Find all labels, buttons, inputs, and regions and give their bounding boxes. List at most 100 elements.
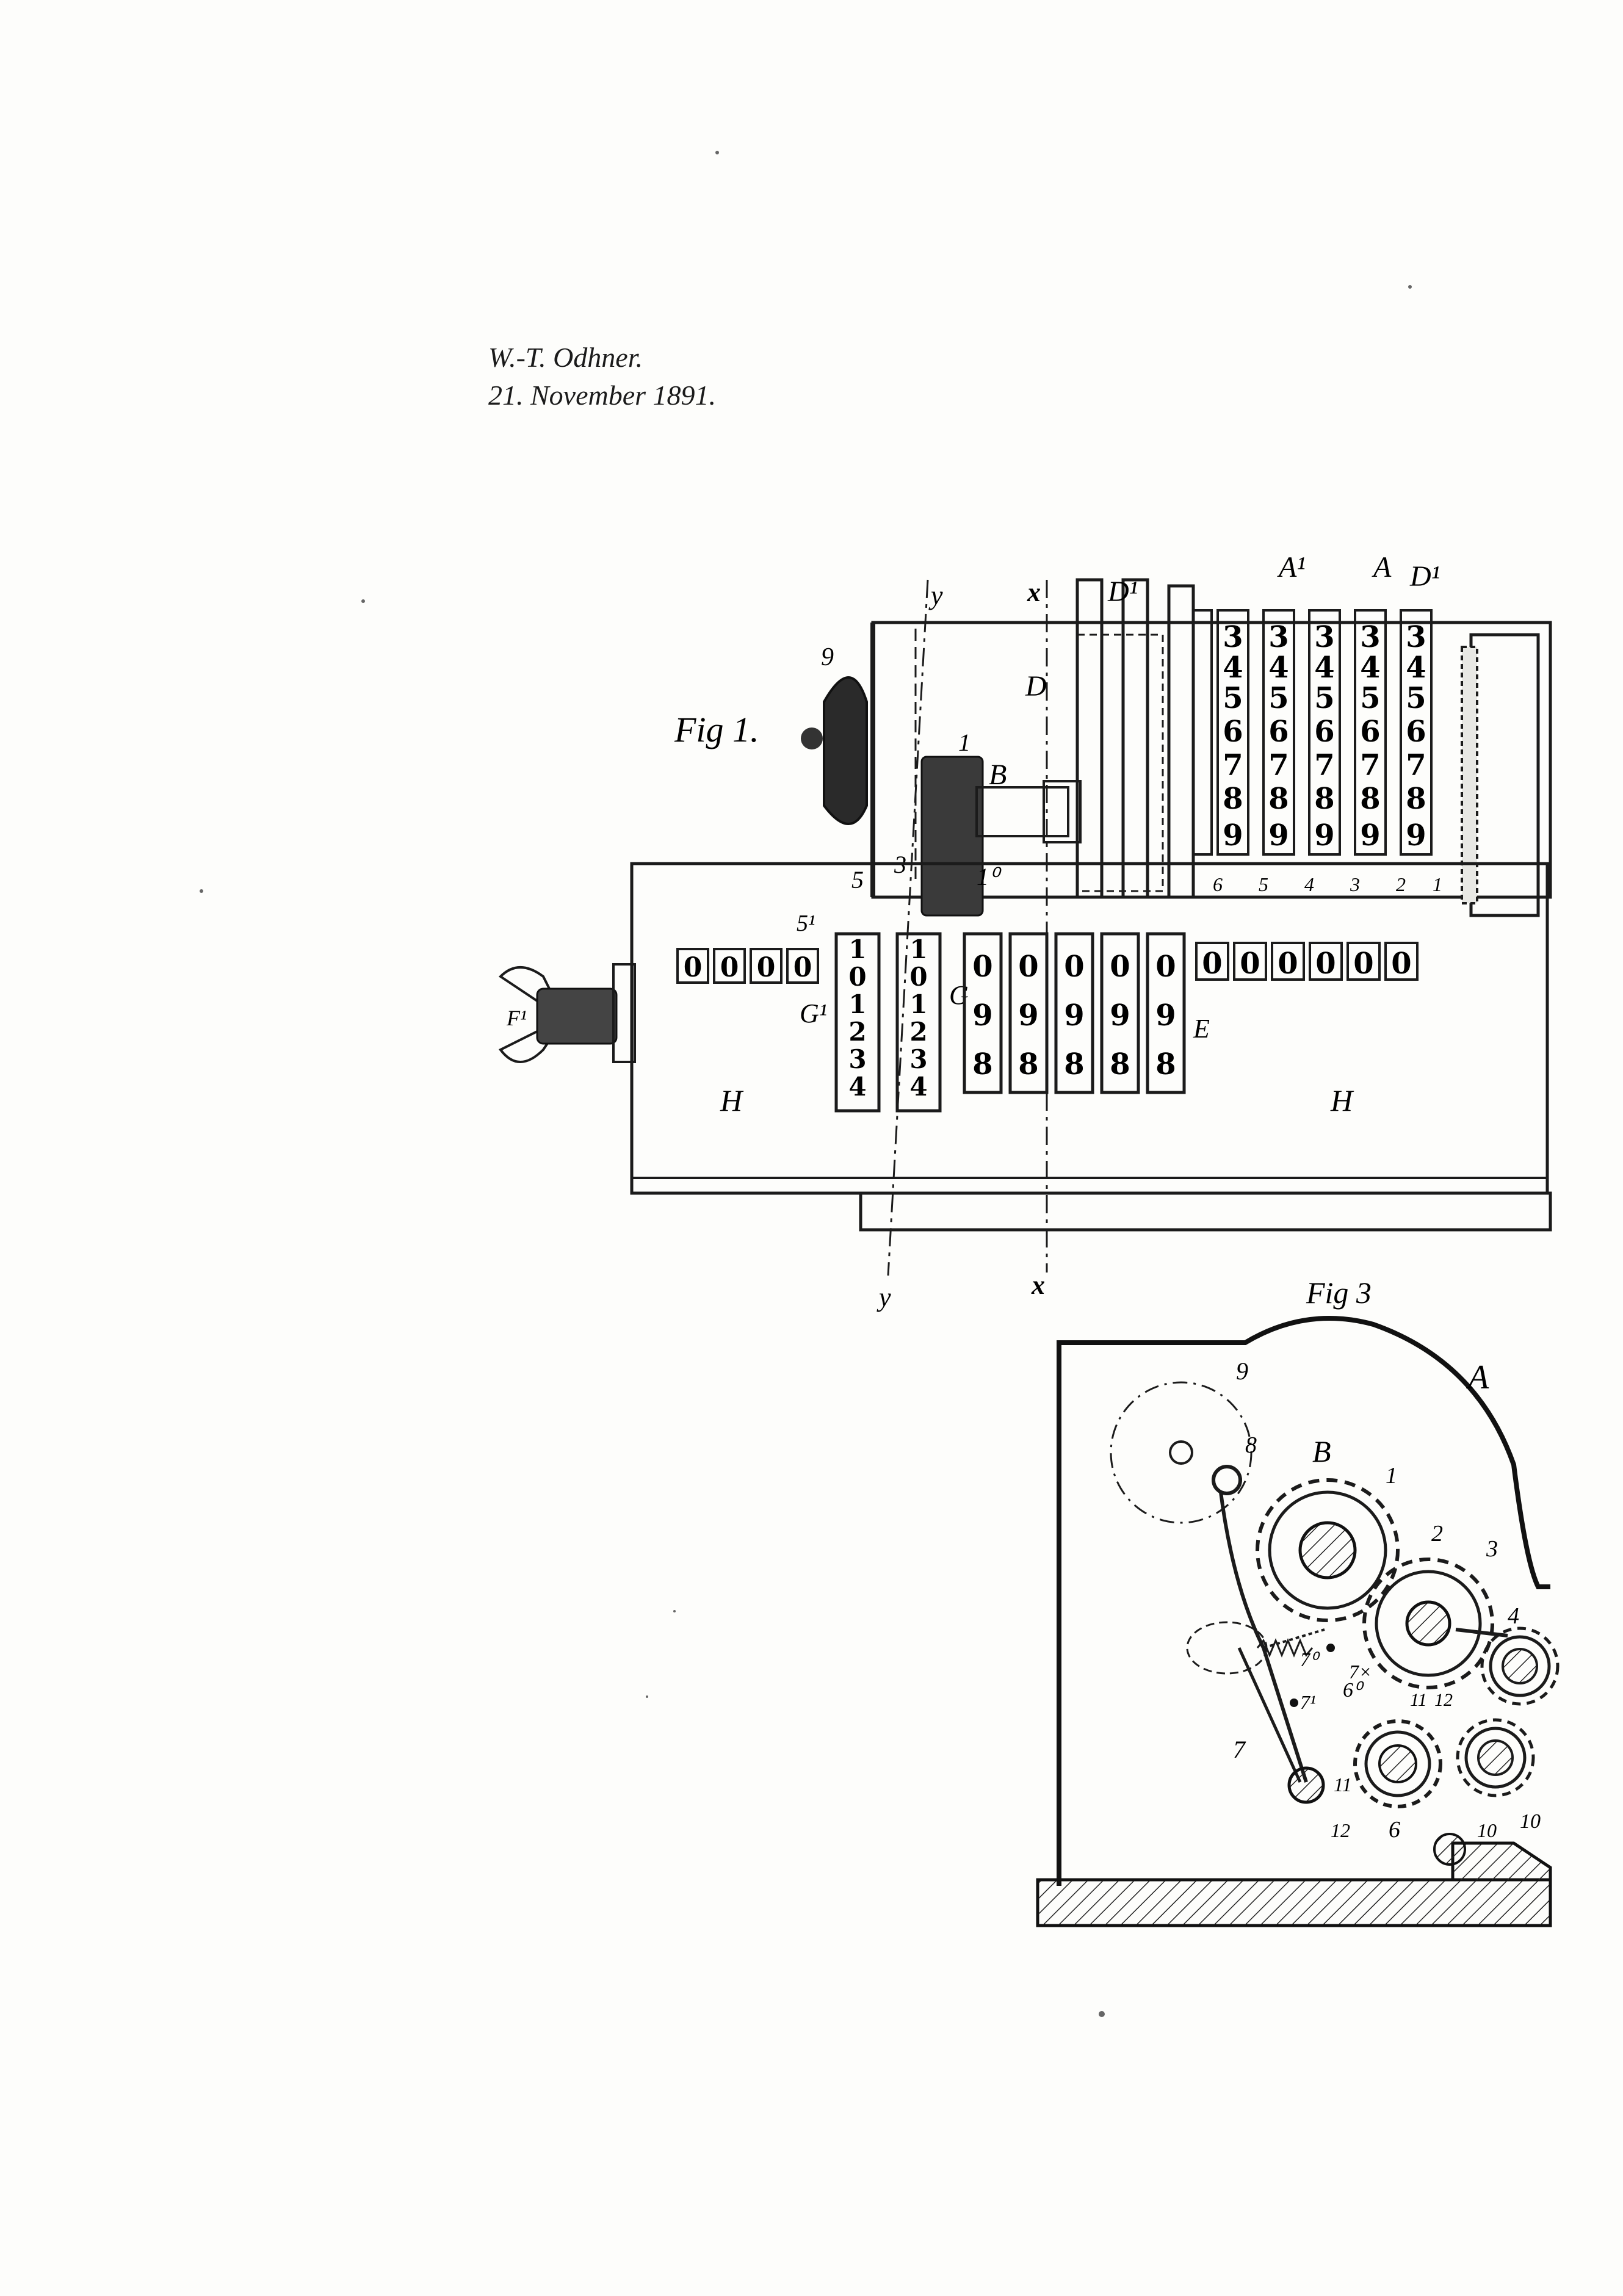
fig3-gear-2 bbox=[1362, 1558, 1494, 1689]
column-number: 3 bbox=[1350, 873, 1360, 895]
revolution-digit: 0 bbox=[793, 952, 812, 983]
revolution-digit: 0 bbox=[720, 952, 739, 983]
drum-digit: 7 bbox=[1360, 748, 1380, 782]
drum-digit: 3 bbox=[1268, 620, 1289, 654]
fig3-gear-right bbox=[1482, 1628, 1558, 1704]
revolution-wheel-digit: 2 bbox=[909, 1017, 927, 1047]
column-number: 4 bbox=[1304, 873, 1314, 895]
ref-12-top: 12 bbox=[1434, 1690, 1453, 1710]
result-wheel-digit: 8 bbox=[972, 1047, 992, 1081]
drum-digit-columns: 3 4 5 6 7 8 9 3 4 5 6 7 8 9 3 4 5 6 bbox=[1192, 609, 1433, 856]
main-shaft-gear bbox=[920, 756, 1082, 917]
ref-4: 4 bbox=[1508, 1603, 1519, 1629]
ref-11-top: 11 bbox=[1410, 1690, 1427, 1710]
result-register: 0 0 0 0 0 0 bbox=[1195, 942, 1419, 981]
result-wheel-digit: 9 bbox=[1018, 998, 1038, 1033]
revolution-wheel-digit: 3 bbox=[848, 1044, 866, 1074]
drum-digit: 6 bbox=[1406, 715, 1426, 749]
inventor-name: W.-T. Odhner. bbox=[488, 342, 643, 373]
ref-70: 7⁰ bbox=[1300, 1648, 1320, 1670]
ref-5-1: 5¹ bbox=[797, 911, 815, 936]
result-wheel-digit: 8 bbox=[1018, 1047, 1038, 1081]
ref-11-bottom: 11 bbox=[1334, 1774, 1352, 1796]
ref-1: 1 bbox=[958, 729, 971, 756]
fig3-caption: Fig 3 bbox=[1306, 1276, 1372, 1310]
result-wheel-digit: 0 bbox=[1018, 950, 1038, 984]
drum-digit: 4 bbox=[1360, 651, 1380, 685]
ref-7: 7 bbox=[1233, 1736, 1246, 1763]
result-digit: 0 bbox=[1202, 947, 1222, 981]
result-wheel-digit: 8 bbox=[1064, 1047, 1084, 1081]
ref-5: 5 bbox=[851, 866, 864, 893]
drum-column: 3 4 5 6 7 8 9 bbox=[1406, 620, 1426, 853]
drum-digit: 3 bbox=[1360, 620, 1380, 654]
section-x-bottom: x bbox=[1031, 1270, 1045, 1300]
ref-10-bottom: 10 bbox=[1477, 1819, 1497, 1841]
drum-digit: 7 bbox=[1268, 748, 1289, 782]
result-digit: 0 bbox=[1278, 947, 1298, 981]
fig3-spring bbox=[1256, 1638, 1314, 1658]
drum-digit: 7 bbox=[1223, 748, 1243, 782]
drum-digit: 9 bbox=[1314, 818, 1334, 853]
drum-digit: 7 bbox=[1314, 748, 1334, 782]
fig3-gear-6 bbox=[1353, 1719, 1442, 1808]
column-number: 1 bbox=[1433, 873, 1442, 895]
result-wheel-digit: 9 bbox=[972, 998, 992, 1033]
right-gear-stack bbox=[1461, 633, 1540, 917]
drum-digit: 6 bbox=[1223, 715, 1243, 749]
ref-9-fig3: 9 bbox=[1236, 1357, 1248, 1385]
result-wheel-digit: 0 bbox=[1155, 950, 1176, 984]
drum-digit: 3 bbox=[1314, 620, 1334, 654]
drum-column: 3 4 5 6 7 8 9 bbox=[1360, 620, 1380, 853]
drum-digit: 4 bbox=[1406, 651, 1426, 685]
revolution-wheel-digit: 0 bbox=[848, 962, 866, 992]
ref-10: 10 bbox=[1520, 1810, 1541, 1833]
result-wheels: 0 9 8 0 9 8 0 9 8 0 9 8 0 9 8 bbox=[963, 932, 1186, 1094]
drum-digit: 8 bbox=[1223, 782, 1243, 816]
figure-3: Fig 3 A 9 8 B 1 2 3 4 bbox=[1036, 1276, 1558, 1927]
crank-knob bbox=[823, 676, 868, 825]
fig3-circle-9 bbox=[1110, 1381, 1252, 1524]
drum-digit: 9 bbox=[1268, 818, 1289, 853]
drum-digit: 4 bbox=[1268, 651, 1289, 685]
drum-digit: 6 bbox=[1268, 715, 1289, 749]
fig3-lever-7 bbox=[1219, 1492, 1308, 1783]
ref-D: D bbox=[1025, 670, 1047, 702]
drum-digit: 9 bbox=[1406, 818, 1426, 853]
ref-6o: 6⁰ bbox=[1343, 1679, 1364, 1702]
section-x-top: x bbox=[1027, 577, 1041, 607]
section-line-y bbox=[887, 579, 929, 1276]
drum-column: 3 4 5 6 7 8 9 bbox=[1268, 620, 1289, 853]
drum-digit: 5 bbox=[1268, 681, 1289, 715]
drum-digit: 8 bbox=[1406, 782, 1426, 816]
result-wheel-digit: 8 bbox=[1155, 1047, 1176, 1081]
ref-12-bottom: 12 bbox=[1331, 1819, 1350, 1841]
drum-digit: 8 bbox=[1268, 782, 1289, 816]
drum-column: 3 4 5 6 7 8 9 bbox=[1223, 620, 1243, 853]
ref-A: A bbox=[1372, 551, 1392, 583]
revolution-wheels: 1 0 1 2 3 4 1 0 1 2 3 4 bbox=[834, 932, 942, 1113]
ref-3-fig3: 3 bbox=[1486, 1536, 1498, 1562]
revolution-wheel-digit: 1 bbox=[909, 934, 927, 964]
fig3-base bbox=[1036, 1878, 1552, 1927]
result-digit: 0 bbox=[1353, 947, 1373, 981]
drum-digit: 9 bbox=[1360, 818, 1380, 853]
drum-digit: 6 bbox=[1314, 715, 1334, 749]
ref-H-left: H bbox=[720, 1083, 744, 1117]
drum-digit: 9 bbox=[1223, 818, 1243, 853]
fig3-gear-10 bbox=[1458, 1720, 1533, 1796]
ref-9: 9 bbox=[821, 643, 834, 671]
result-wheel-digit: 0 bbox=[1064, 950, 1084, 984]
ref-7x: 7× bbox=[1349, 1661, 1372, 1683]
ref-A-fig3: A bbox=[1466, 1359, 1489, 1396]
ref-A1: A¹ bbox=[1277, 551, 1306, 583]
ref-G1: G¹ bbox=[800, 998, 827, 1028]
setting-drums bbox=[1075, 578, 1195, 899]
drum-digit: 5 bbox=[1406, 681, 1426, 715]
drum-column: 3 4 5 6 7 8 9 bbox=[1314, 620, 1334, 853]
revolution-wheel-digit: 2 bbox=[848, 1017, 866, 1047]
column-number: 2 bbox=[1396, 873, 1406, 895]
result-wheel-digit: 0 bbox=[1110, 950, 1130, 984]
carriage-base bbox=[630, 862, 1549, 1195]
